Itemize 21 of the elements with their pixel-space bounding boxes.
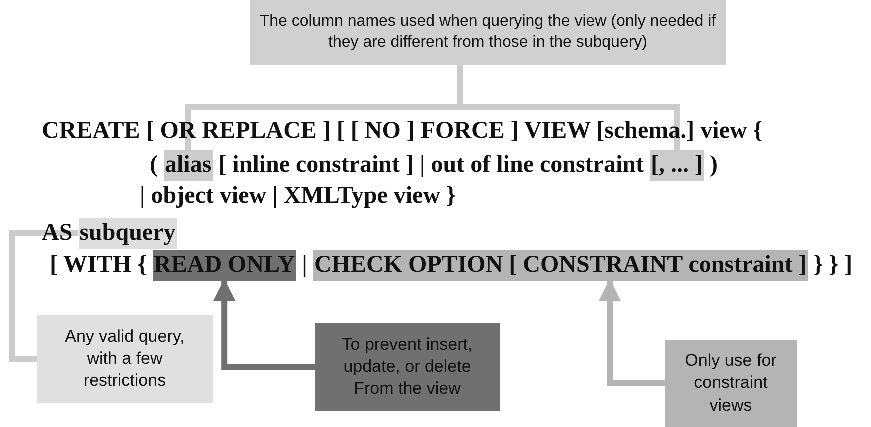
syntax-text: [ inline constraint ] | out of line constraint [218, 152, 644, 179]
callout-box: The column names used when querying the view (only needed if they are different from those in the subquery) [250, 0, 726, 65]
syntax-text: } } ] [814, 252, 853, 279]
highlighted-syntax: CHECK OPTION [ CONSTRAINT constraint ] [313, 250, 808, 281]
syntax-text: AS [42, 220, 73, 247]
callout-box: To prevent insert, update, or delete From the view [315, 323, 500, 411]
syntax-text: | object view | XMLType view } [140, 183, 456, 210]
syntax-text: CREATE [ OR REPLACE ] [ [ NO ] FORCE ] VIEW [schema.] view { [42, 118, 763, 145]
syntax-text: ( [150, 152, 158, 179]
highlighted-syntax: subquery [78, 218, 177, 249]
arrow [599, 279, 665, 386]
syntax-text: [ WITH { [50, 252, 148, 279]
highlighted-syntax: READ ONLY [153, 250, 296, 281]
callout-box: Any valid query, with a few restrictions [37, 315, 213, 403]
highlighted-syntax: [, ... ] [650, 150, 704, 181]
syntax-text: ) [710, 152, 718, 179]
syntax-text: | [302, 252, 308, 279]
callout-box: Only use for constraint views [665, 340, 797, 427]
highlighted-syntax: alias [164, 150, 213, 181]
arrow [214, 279, 315, 370]
leader-line [9, 230, 79, 362]
